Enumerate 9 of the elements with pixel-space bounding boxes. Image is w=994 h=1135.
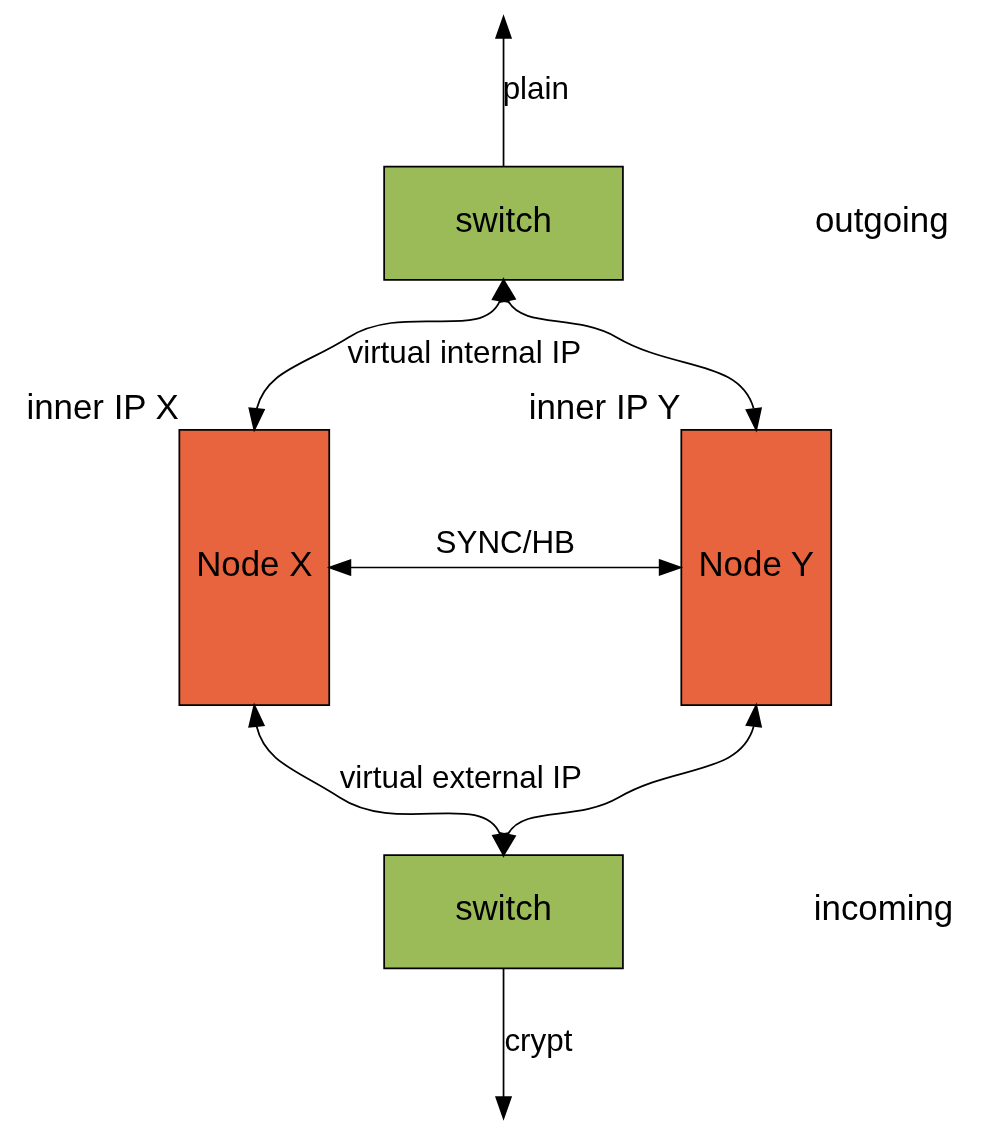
node-label: inner IP X (26, 387, 179, 427)
edge-label: virtual internal IP (347, 334, 582, 370)
label: outgoing (814, 199, 949, 239)
label: incoming (813, 888, 954, 928)
node-label: inner IP Y (528, 387, 681, 427)
edge-label: crypt (504, 1022, 573, 1058)
edge-label: virtual external IP (339, 759, 582, 795)
edge-label: plain (502, 71, 569, 107)
edge-label: SYNC/HB (435, 524, 575, 560)
